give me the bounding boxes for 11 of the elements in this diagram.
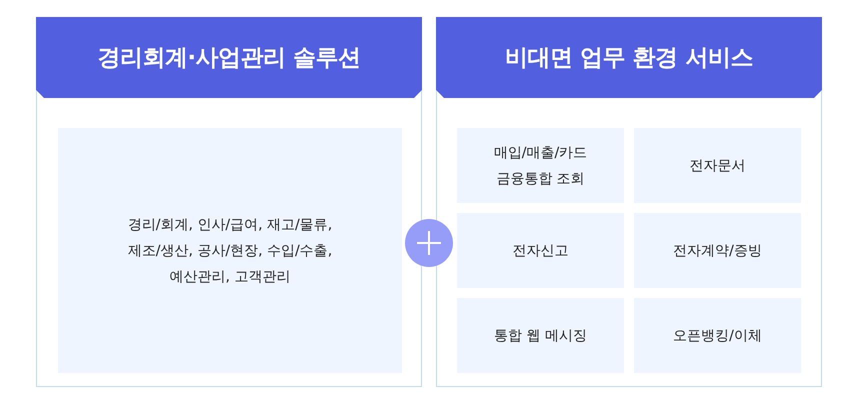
service-box: 오픈뱅킹/이체 (634, 298, 801, 373)
service-box: 통합 웹 메시징 (457, 298, 624, 373)
panel-header: 비대면 업무 환경 서비스 (436, 17, 822, 98)
service-box: 매입/매출/카드 금융통합 조회 (457, 128, 624, 203)
service-box: 전자문서 (634, 128, 801, 203)
service-panel (436, 17, 822, 387)
panel-header: 경리회계·사업관리 솔루션 (36, 17, 422, 98)
service-panel (36, 17, 422, 387)
service-box: 경리/회계, 인사/급여, 재고/물류, 제조/생산, 공사/현장, 수입/수출, 예산관리, 고객관리 (58, 128, 402, 373)
service-box: 전자신고 (457, 213, 624, 288)
service-box: 전자계약/증빙 (634, 213, 801, 288)
